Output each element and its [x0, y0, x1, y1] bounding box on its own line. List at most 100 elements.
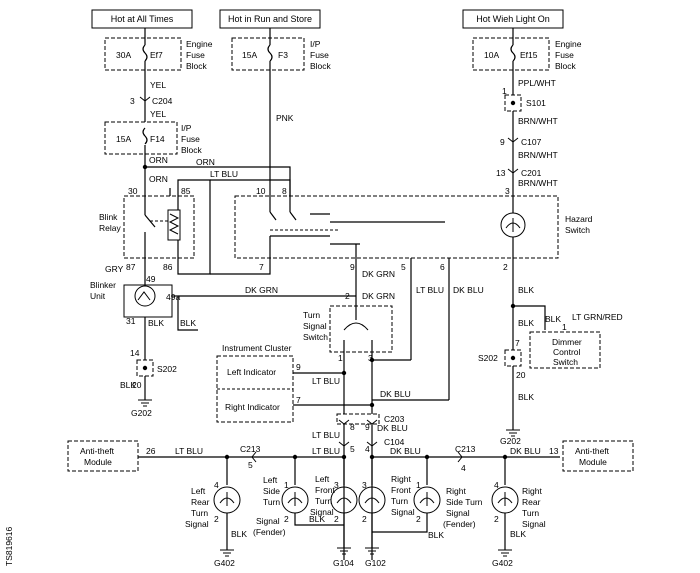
svg-text:Anti-theft: Anti-theft [80, 446, 115, 456]
svg-text:C204: C204 [152, 96, 173, 106]
wire-label-blk-g202: BLK [518, 392, 534, 402]
wire-label-yel: YEL [150, 80, 166, 90]
engine-fuse-block-label-1: Engine Fuse Block [186, 39, 213, 71]
svg-text:13: 13 [496, 168, 506, 178]
turn-signal-switch: 1 3 [329, 305, 393, 363]
svg-text:G202: G202 [500, 436, 521, 446]
wire-label-yel-2: YEL [150, 109, 166, 119]
svg-text:Fuse: Fuse [181, 134, 200, 144]
right-indicator: Right Indicator [225, 402, 280, 412]
wire-label-blk-g402: BLK [231, 529, 247, 539]
svg-text:Signal: Signal [446, 508, 470, 518]
svg-text:2: 2 [334, 514, 339, 524]
svg-text:Turn: Turn [315, 496, 332, 506]
ground-g102: G102 [365, 547, 386, 568]
svg-text:Engine: Engine [555, 39, 582, 49]
svg-text:3: 3 [362, 480, 367, 490]
svg-text:1: 1 [338, 353, 343, 363]
anti-theft-module-left: Anti-theft Module 26 [67, 440, 156, 472]
wire-label-blk-31: BLK [148, 318, 164, 328]
svg-text:10: 10 [256, 186, 266, 196]
svg-text:S202: S202 [478, 353, 498, 363]
wire-label-orn: ORN [149, 155, 168, 165]
wire-label-lt-blu-bus-2: LT BLU [312, 446, 340, 456]
header-label: Hot Wieh Light On [476, 14, 550, 24]
pin-5: 5 [401, 262, 406, 272]
ground-g402-right: G402 [492, 549, 513, 568]
svg-text:2: 2 [416, 514, 421, 524]
svg-text:C213: C213 [240, 444, 261, 454]
svg-text:8: 8 [282, 186, 287, 196]
power-header-hot-in-run-and-store: Hot in Run and Store [219, 9, 321, 29]
svg-text:4: 4 [365, 444, 370, 454]
svg-text:Relay: Relay [99, 223, 121, 233]
svg-text:20: 20 [132, 380, 142, 390]
pin-2: 2 [503, 262, 508, 272]
pin-7: 7 [259, 262, 264, 272]
svg-text:1: 1 [562, 322, 567, 332]
connector-c107: 9 C107 [500, 137, 542, 147]
svg-text:Control: Control [553, 347, 581, 357]
lamp-right-front-turn-signal: 3 2 Right Front Turn Signal [358, 474, 415, 524]
fuse-amperage: 15A [116, 134, 131, 144]
svg-text:2: 2 [284, 514, 289, 524]
svg-text:Turn: Turn [303, 310, 320, 320]
fuse-ef7: 30A Ef7 [104, 28, 182, 71]
svg-text:20: 20 [516, 370, 526, 380]
svg-text:C203: C203 [384, 414, 405, 424]
blinker-unit-label: Blinker Unit [90, 280, 116, 301]
ground-g202-right: G202 [500, 429, 521, 446]
svg-text:49: 49 [146, 274, 156, 284]
svg-text:Module: Module [579, 457, 607, 467]
svg-text:9: 9 [296, 362, 301, 372]
svg-text:Signal: Signal [391, 507, 415, 517]
wire-label-lt-blu-bus: LT BLU [175, 446, 203, 456]
svg-text:Block: Block [186, 61, 208, 71]
wire-label-dk-blu-2: DK BLU [380, 389, 411, 399]
wire-label-dk-grn: DK GRN [245, 285, 278, 295]
wire-label-blk-s202: BLK [120, 380, 136, 390]
wire-label-blk-rs: BLK [428, 530, 444, 540]
svg-text:4: 4 [214, 480, 219, 490]
svg-text:2: 2 [214, 514, 219, 524]
wire-label-brn-wht: BRN/WHT [518, 116, 558, 126]
lamp-right-side-turn-signal: 1 2 Right Side Turn Signal (Fender) [413, 480, 483, 529]
svg-text:Signal: Signal [310, 507, 334, 517]
wire-label-blk-blinker: BLK [180, 318, 196, 328]
svg-text:7: 7 [515, 338, 520, 348]
svg-text:Turn: Turn [191, 508, 208, 518]
svg-text:G104: G104 [333, 558, 354, 568]
svg-text:Blinker: Blinker [90, 280, 116, 290]
lamp-left-front-turn-signal: 3 2 Left Front Turn Signal [310, 474, 358, 524]
pin-87: 87 [126, 262, 136, 272]
wire-label-lt-grn-red: LT GRN/RED [572, 312, 623, 322]
svg-text:S101: S101 [526, 98, 546, 108]
splice-s202-left: 14 20 S202 [130, 348, 177, 390]
dimmer-control-switch: 1 Dimmer Control Switch [529, 322, 601, 369]
svg-text:1: 1 [416, 480, 421, 490]
svg-text:Dimmer: Dimmer [552, 337, 582, 347]
wire-label-orn-2: ORN [196, 157, 215, 167]
connector-c201: 13 C201 [496, 168, 542, 178]
svg-text:(Fender): (Fender) [253, 527, 286, 537]
wire-label-lt-blu-2: LT BLU [416, 285, 444, 295]
svg-text:31: 31 [126, 316, 136, 326]
svg-text:Left: Left [191, 486, 206, 496]
fuse-amperage: 15A [242, 50, 257, 60]
svg-text:Side: Side [263, 486, 280, 496]
ground-g202-left: G202 [131, 390, 152, 418]
wire-label-brn-wht-2: BRN/WHT [518, 150, 558, 160]
wire-label-dk-blu-c203: DK BLU [377, 423, 408, 433]
svg-text:Block: Block [310, 61, 332, 71]
fuse-ef15: 10A Ef15 [472, 28, 550, 71]
svg-text:Turn: Turn [263, 497, 280, 507]
svg-text:85: 85 [181, 186, 191, 196]
ground-g402-left: G402 [214, 549, 235, 568]
svg-text:Front: Front [391, 485, 411, 495]
svg-text:3: 3 [130, 96, 135, 106]
wire-label-dk-grn-3: DK GRN [362, 291, 395, 301]
svg-text:Turn: Turn [391, 496, 408, 506]
svg-text:Front: Front [315, 485, 335, 495]
svg-text:G402: G402 [214, 558, 235, 568]
svg-text:Signal: Signal [256, 516, 280, 526]
